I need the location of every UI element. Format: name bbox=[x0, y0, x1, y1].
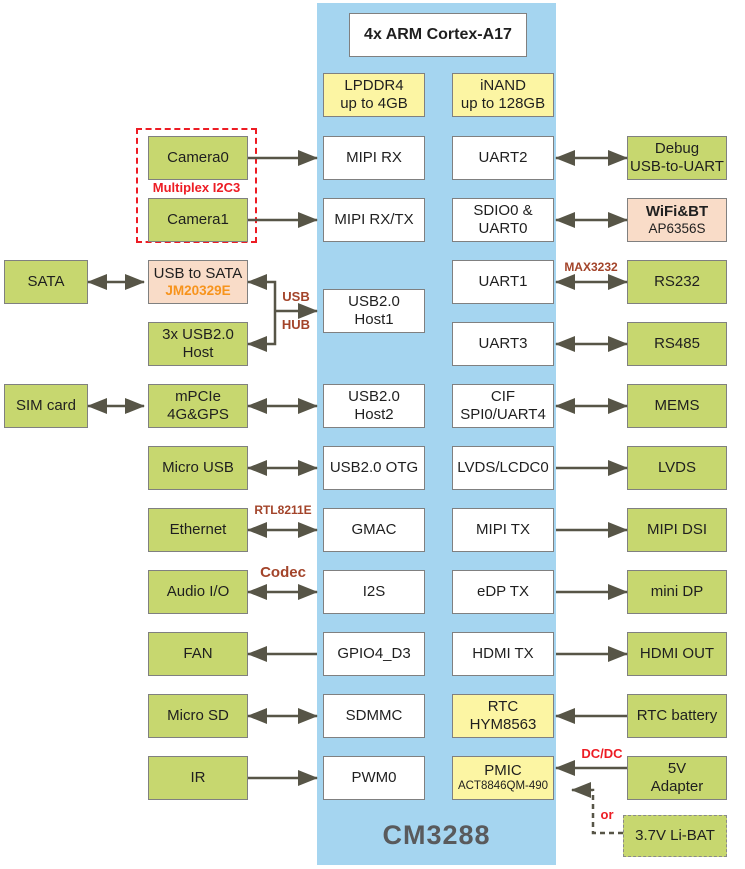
jm20329e-part-number: JM20329E bbox=[165, 282, 231, 298]
edp-tx-block: eDP TX bbox=[452, 570, 554, 614]
sata-block: SATA bbox=[4, 260, 88, 304]
rs232-block: RS232 bbox=[627, 260, 727, 304]
pmic-block: PMIC ACT8846QM-490 bbox=[452, 756, 554, 800]
pmic-part-number: ACT8846QM-490 bbox=[457, 780, 549, 793]
pwm0-block: PWM0 bbox=[323, 756, 425, 800]
rtl8211e-label: RTL8211E bbox=[254, 503, 312, 517]
mems-block: MEMS bbox=[627, 384, 727, 428]
usb-hub-label-hub: HUB bbox=[281, 317, 311, 332]
uart3-block: UART3 bbox=[452, 322, 554, 366]
hdmi-out-block: HDMI OUT bbox=[627, 632, 727, 676]
sdmmc-block: SDMMC bbox=[323, 694, 425, 738]
mipi-dsi-block: MIPI DSI bbox=[627, 508, 727, 552]
micro-sd-block: Micro SD bbox=[148, 694, 248, 738]
camera1-block: Camera1 bbox=[148, 198, 248, 242]
cpu-block: 4x ARM Cortex-A17 bbox=[349, 13, 527, 57]
uart2-block: UART2 bbox=[452, 136, 554, 180]
usb-3x-host-block: 3x USB2.0 Host bbox=[148, 322, 248, 366]
5v-adapter-block: 5V Adapter bbox=[627, 756, 727, 800]
rtc-battery-block: RTC battery bbox=[627, 694, 727, 738]
ir-block: IR bbox=[148, 756, 248, 800]
usb-otg-block: USB2.0 OTG bbox=[323, 446, 425, 490]
usb-to-sata-block: USB to SATA JM20329E bbox=[148, 260, 248, 304]
arrow-usb-hub-trunk bbox=[247, 274, 277, 352]
camera-multiplex-group bbox=[136, 128, 257, 243]
chip-name: CM3288 bbox=[382, 820, 491, 850]
usb-host1-block: USB2.0 Host1 bbox=[323, 289, 425, 333]
usb-to-sata-label: USB to SATA bbox=[153, 265, 243, 283]
lvds-lcdc0-block: LVDS/LCDC0 bbox=[452, 446, 554, 490]
ethernet-block: Ethernet bbox=[148, 508, 248, 552]
usb-host2-block: USB2.0 Host2 bbox=[323, 384, 425, 428]
gpio4-d3-block: GPIO4_D3 bbox=[323, 632, 425, 676]
mipi-rx-block: MIPI RX bbox=[323, 136, 425, 180]
camera0-block: Camera0 bbox=[148, 136, 248, 180]
or-label: or bbox=[600, 807, 614, 822]
fan-block: FAN bbox=[148, 632, 248, 676]
micro-usb-block: Micro USB bbox=[148, 446, 248, 490]
usb-hub-label-usb: USB bbox=[282, 289, 310, 304]
uart1-block: UART1 bbox=[452, 260, 554, 304]
codec-label: Codec bbox=[260, 564, 306, 581]
rtc-block: RTC HYM8563 bbox=[452, 694, 554, 738]
mipi-tx-block: MIPI TX bbox=[452, 508, 554, 552]
inand-block: iNAND up to 128GB bbox=[452, 73, 554, 117]
mini-dp-block: mini DP bbox=[627, 570, 727, 614]
multiplex-i2c3-label: Multiplex I2C3 bbox=[152, 180, 241, 195]
mipi-rxtx-block: MIPI RX/TX bbox=[323, 198, 425, 242]
sim-card-block: SIM card bbox=[4, 384, 88, 428]
wifi-bt-block: WiFi&BT AP6356S bbox=[627, 198, 727, 242]
max3232-label: MAX3232 bbox=[564, 260, 618, 274]
li-bat-block: 3.7V Li-BAT bbox=[623, 815, 727, 857]
i2s-block: I2S bbox=[323, 570, 425, 614]
lpddr4-block: LPDDR4 up to 4GB bbox=[323, 73, 425, 117]
wifi-bt-label: WiFi&BT bbox=[645, 203, 709, 221]
dcdc-label: DC/DC bbox=[581, 746, 623, 761]
cif-spi0-uart4-block: CIF SPI0/UART4 bbox=[452, 384, 554, 428]
audio-io-block: Audio I/O bbox=[148, 570, 248, 614]
pmic-name: PMIC bbox=[484, 762, 522, 780]
ap6356s-part-number: AP6356S bbox=[648, 220, 706, 236]
hdmi-tx-block: HDMI TX bbox=[452, 632, 554, 676]
rs485-block: RS485 bbox=[627, 322, 727, 366]
debug-usb-to-uart-block: Debug USB-to-UART bbox=[627, 136, 727, 180]
lvds-block: LVDS bbox=[627, 446, 727, 490]
gmac-block: GMAC bbox=[323, 508, 425, 552]
mpcie-4g-gps-block: mPCIe 4G&GPS bbox=[148, 384, 248, 428]
sdio0-uart0-block: SDIO0 & UART0 bbox=[452, 198, 554, 242]
